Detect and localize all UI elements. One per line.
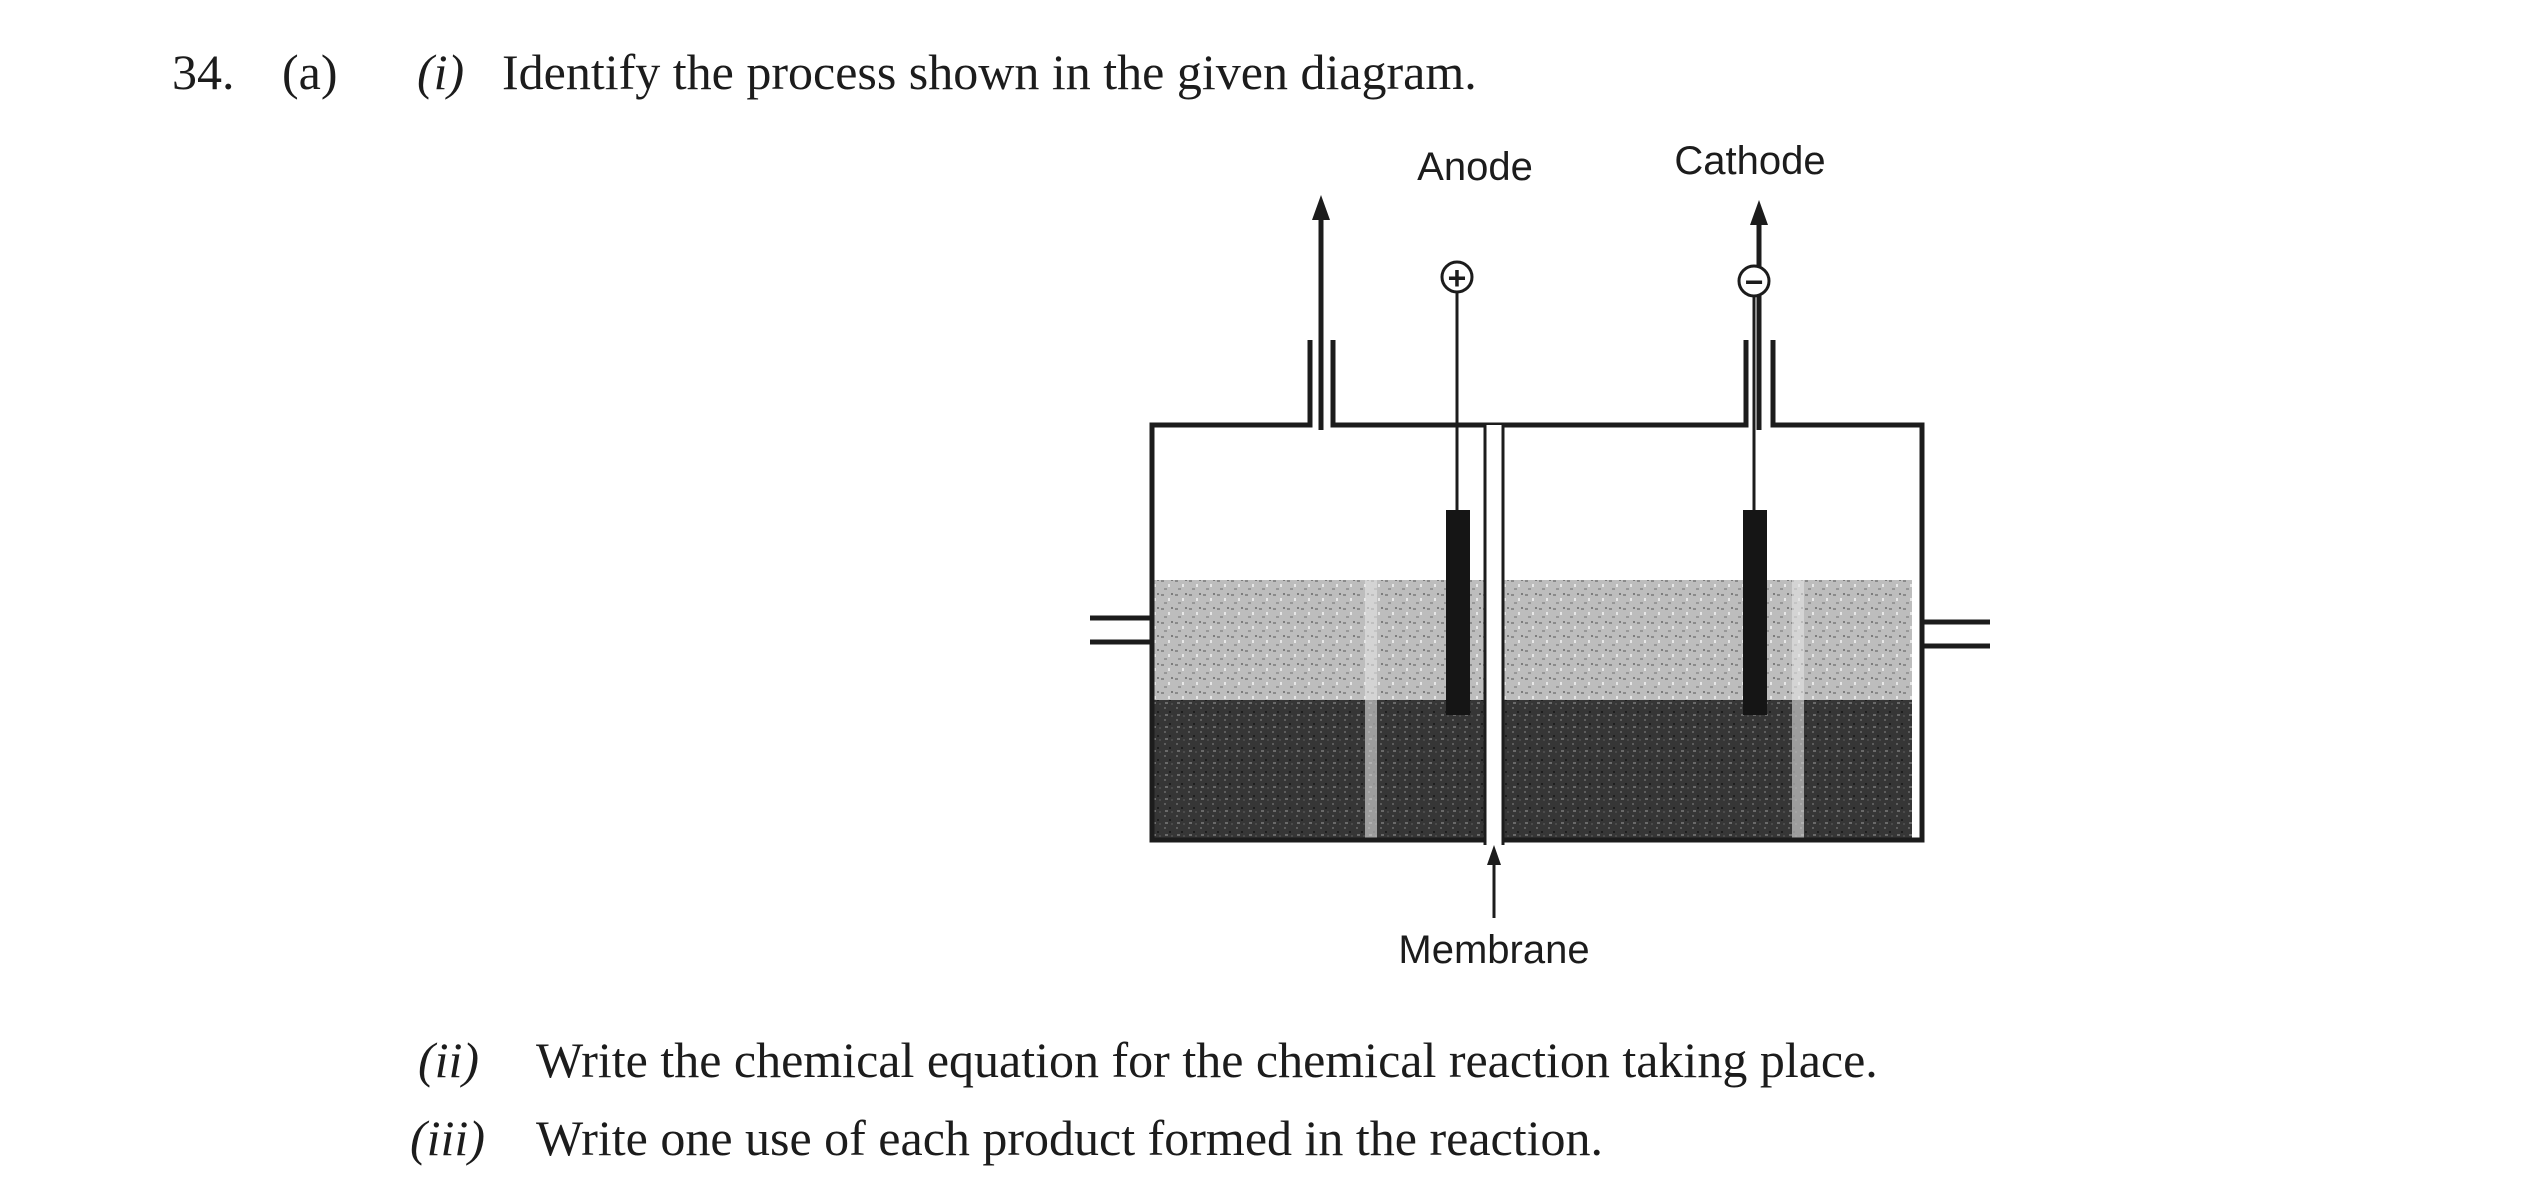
left-side-pipe [1090, 615, 1152, 645]
item-number-ii: (ii) [418, 1032, 480, 1088]
cathode-sign: − [1745, 264, 1764, 300]
upper-solution-layer [1152, 580, 1912, 700]
cathode-gas-arrow-icon [1750, 200, 1768, 225]
membrane [1483, 425, 1505, 850]
cell-container [1149, 340, 1925, 843]
question-part: (a) [282, 44, 338, 100]
membrane-arrow-icon [1487, 845, 1501, 865]
item-text-i: Identify the process shown in the given … [502, 44, 1477, 100]
electrolysis-cell-diagram: + − Anode Cathode Membrane [1090, 139, 1990, 972]
item-text-iii: Write one use of each product formed in … [536, 1110, 1603, 1166]
question-number: 34. [172, 44, 235, 100]
anode-terminal-icon [1440, 260, 1474, 294]
cathode-label: Cathode [1674, 139, 1825, 183]
item-number-i: (i) [417, 44, 465, 100]
anode-gas-arrow-icon [1312, 195, 1330, 220]
anode-sign: + [1448, 260, 1467, 296]
membrane-label: Membrane [1398, 928, 1589, 972]
right-side-pipe [1922, 619, 1990, 649]
lower-solution-layer [1152, 700, 1912, 840]
cathode-terminal-icon [1737, 264, 1771, 298]
anode-label: Anode [1417, 145, 1533, 189]
anode-electrode [1446, 510, 1470, 715]
item-number-iii: (iii) [410, 1110, 485, 1166]
cathode-electrode [1743, 510, 1767, 715]
item-text-ii: Write the chemical equation for the chem… [536, 1032, 1878, 1088]
